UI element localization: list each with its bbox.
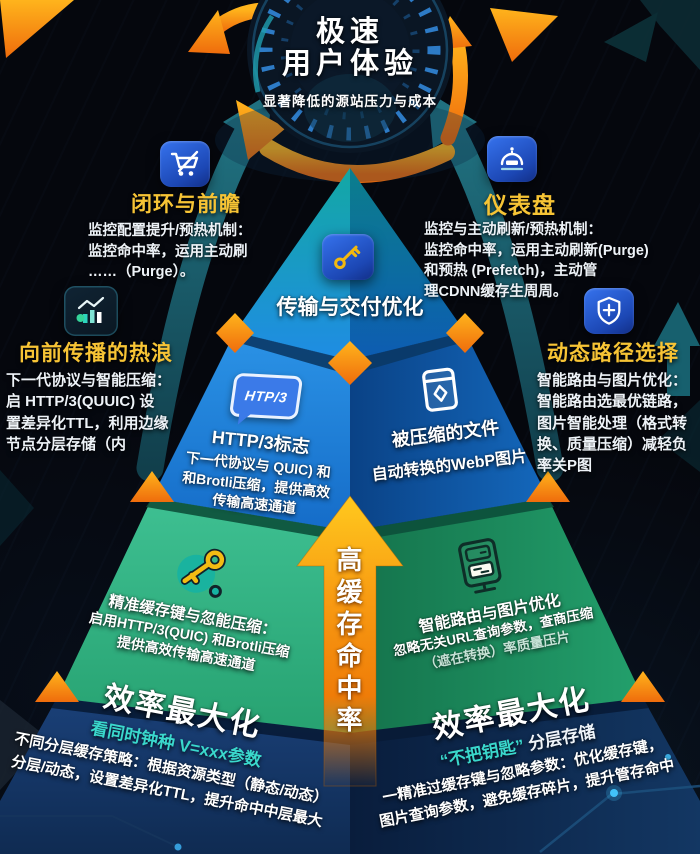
body-line: 图片智能处理（格式转 [537,414,688,432]
server-icon [366,518,595,615]
body-line: 节点分层存储（内 [6,435,127,453]
http3-badge-icon: HTP/3 [228,372,303,420]
key-icon [322,234,374,280]
no-cart-icon [160,141,210,187]
cache-hit-arrow-label: 高缓存命中率 [333,546,363,738]
body-line: ……（Purge）。 [88,264,195,281]
level2-right-block: 被压缩的文件 自动转换的WebP图片 [338,356,550,488]
pyramid-level1-triangle [235,168,465,360]
level1-label: 传输与交付优化 [276,296,424,319]
cache-key-icon [87,524,315,618]
pyramid-level3-band [57,498,643,733]
teal-arrow-up-right-edge [654,302,700,396]
callout-closed-loop-title: 闭环与前瞻 [131,193,241,216]
callout-dynamic-path-title: 动态路径选择 [547,342,679,365]
speedometer-gauge [215,0,485,182]
body-line: 智能路由选最优链路， [537,393,688,411]
body-line: 监控配置提升/预热机制： [88,223,252,239]
body-line: 下一代协议与智能压缩： [6,372,172,389]
http3-badge-text: HTP/3 [243,387,288,406]
gauge-heading: 极速 用户体验 显著降低的源站压力与成本 [230,16,470,110]
corner-shapes [0,0,700,790]
body-line: 率关P图 [537,457,593,475]
callout-dashboard-body: 监控与主动刷新/预热机制： 监控命中率，运用主动刷新(Purge) 和预热 (P… [424,220,700,302]
gauge-title-line2: 用户体验 [281,48,418,81]
orange-junction-markers [35,313,665,702]
body-line: 监控命中率，运用主动刷新(Purge) [424,242,649,259]
cache-hit-arrow [295,495,405,787]
shield-plus-icon [584,288,634,334]
level3-left-block: 精准缓存键与忽能压缩： 启用HTTP/3(QUIC) 和Brotli压缩 提供高… [75,524,315,683]
gauge-title-line1: 极速 [315,16,384,48]
body-line: 和预热 (Prefetch)，主动管 [424,263,598,280]
callout-dashboard-title: 仪表盘 [484,192,556,218]
body-line: 换、质量压缩）减轻负 [537,435,688,453]
robot-icon [487,136,537,182]
body-line: 监控与主动刷新/预热机制： [424,222,603,238]
callout-heatwave-title: 向前传播的热浪 [19,342,173,365]
level2-left-block: HTP/3 HTTP/3标志 下一代协议与 QUIC) 和 和Brotli压缩，… [151,364,370,525]
callout-dynamic-path-body: 智能路由与图片优化： 智能路由选最优链路， 图片智能处理（格式转 换、质量压缩）… [537,370,700,476]
gauge-subtitle: 显著降低的源站压力与成本 [263,93,437,109]
body-line: 置差异化TTL，利用边缘 [6,414,169,432]
body-line: 启 HTTP/3(QUUIC) 设 [6,393,155,411]
body-line: 监控命中率，运用主动刷 [88,243,248,260]
callout-closed-loop-body: 监控配置提升/预热机制： 监控命中率，运用主动刷 ……（Purge）。 [88,221,306,283]
compressed-file-icon [338,356,542,424]
callout-heatwave-body: 下一代协议与智能压缩： 启 HTTP/3(QUUIC) 设 置差异化TTL，利用… [6,370,188,455]
body-line: 理CDNN缓存生周周。 [424,283,568,300]
level3-right-block: 智能路由与图片优化 忽略无关URL查询参数，查商压缩 （遮在转换）率质量压片 [366,518,608,682]
circuit-lines [0,754,700,853]
body-line: 智能路由与图片优化： [537,372,688,389]
chart-icon [64,286,118,336]
